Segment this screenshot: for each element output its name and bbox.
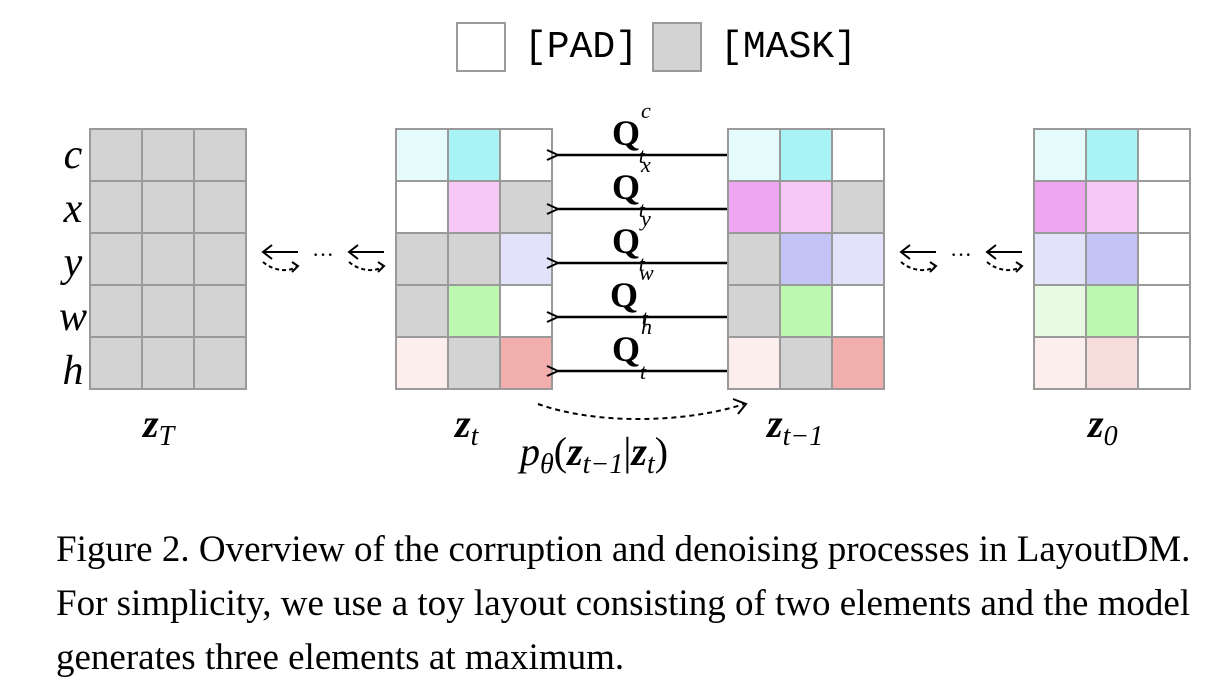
cell-h-3	[501, 338, 553, 390]
cell-c-3	[1139, 130, 1191, 182]
row-label-h: h	[62, 348, 84, 394]
cell-x-2	[143, 182, 195, 234]
cell-h-1	[1035, 338, 1087, 390]
denoise-arrow	[537, 403, 745, 421]
cell-c-3	[501, 130, 553, 182]
cell-x-3	[833, 182, 885, 234]
matrix-z-T	[89, 128, 247, 390]
cell-c-1	[729, 130, 781, 182]
row-label-x: x	[63, 186, 83, 232]
cell-x-2	[781, 182, 833, 234]
cell-h-2	[143, 338, 195, 390]
label-z-t-minus-1: zt−1	[767, 401, 824, 452]
cell-y-1	[91, 234, 143, 286]
cell-x-3	[195, 182, 247, 234]
cell-x-1	[91, 182, 143, 234]
cell-y-3	[195, 234, 247, 286]
cell-x-2	[1087, 182, 1139, 234]
matrix-z-t-minus-1	[727, 128, 885, 390]
cell-c-2	[781, 130, 833, 182]
row-label-w: w	[58, 294, 87, 340]
cell-c-1	[1035, 130, 1087, 182]
transition-arrows	[558, 155, 727, 371]
cell-c-1	[397, 130, 449, 182]
cell-y-3	[1139, 234, 1191, 286]
cell-c-2	[1087, 130, 1139, 182]
matrix-z-t	[395, 128, 553, 390]
cell-x-3	[1139, 182, 1191, 234]
cell-x-2	[449, 182, 501, 234]
cell-y-3	[833, 234, 885, 286]
row-label-y: y	[63, 240, 83, 286]
cell-w-1	[91, 286, 143, 338]
mask-legend-label: [MASK]	[720, 25, 857, 69]
cell-y-1	[397, 234, 449, 286]
cell-w-3	[195, 286, 247, 338]
cell-y-2	[781, 234, 833, 286]
figure-caption: Figure 2. Overview of the corruption and…	[56, 529, 1191, 678]
cell-w-3	[833, 286, 885, 338]
cell-h-2	[1087, 338, 1139, 390]
matrix-z-0	[1033, 128, 1191, 390]
mask-swatch	[652, 22, 703, 72]
cell-c-3	[833, 130, 885, 182]
cell-w-1	[397, 286, 449, 338]
cell-y-2	[449, 234, 501, 286]
cell-w-1	[1035, 286, 1087, 338]
cell-h-3	[833, 338, 885, 390]
cell-h-1	[729, 338, 781, 390]
cell-w-3	[1139, 286, 1191, 338]
denoise-label: pθ(zt−1|zt)	[520, 429, 669, 480]
cell-c-2	[143, 130, 195, 182]
pad-swatch	[456, 22, 506, 72]
cell-c-1	[91, 130, 143, 182]
cell-w-2	[781, 286, 833, 338]
cell-x-1	[397, 182, 449, 234]
diffusion-chain-right	[899, 244, 1024, 273]
chain-ellipsis-left: ···	[312, 242, 334, 267]
cell-y-3	[501, 234, 553, 286]
cell-h-3	[195, 338, 247, 390]
cell-c-2	[449, 130, 501, 182]
cell-w-2	[143, 286, 195, 338]
cell-w-2	[449, 286, 501, 338]
pad-legend-label: [PAD]	[524, 25, 639, 69]
cell-x-1	[1035, 182, 1087, 234]
cell-h-2	[449, 338, 501, 390]
chain-ellipsis-right: ···	[950, 242, 972, 267]
cell-h-1	[397, 338, 449, 390]
cell-y-2	[143, 234, 195, 286]
cell-w-2	[1087, 286, 1139, 338]
cell-x-1	[729, 182, 781, 234]
cell-w-1	[729, 286, 781, 338]
label-z-t: zt	[455, 401, 479, 452]
label-z-T: zT	[143, 401, 175, 452]
denoise-arrowhead	[732, 398, 748, 415]
cell-y-1	[1035, 234, 1087, 286]
cell-h-1	[91, 338, 143, 390]
cell-c-3	[195, 130, 247, 182]
cell-h-3	[1139, 338, 1191, 390]
label-z-0: z0	[1088, 401, 1118, 452]
diffusion-chain-left	[261, 244, 386, 273]
row-label-c: c	[63, 132, 83, 178]
cell-y-1	[729, 234, 781, 286]
cell-y-2	[1087, 234, 1139, 286]
legend: [PAD] [MASK]	[456, 20, 871, 74]
cell-h-2	[781, 338, 833, 390]
